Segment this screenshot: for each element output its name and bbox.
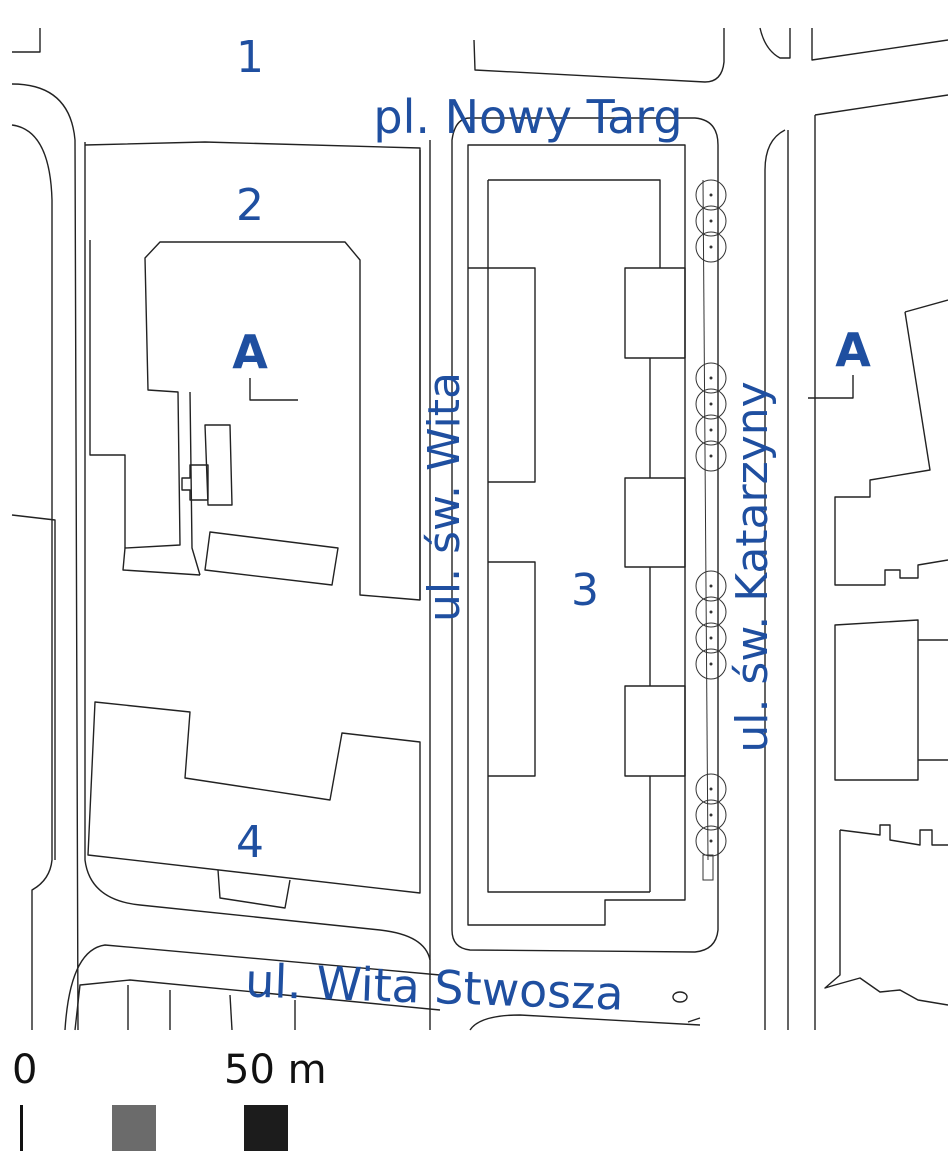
scale-legend-swatch-black: [244, 1105, 288, 1151]
section-marker-a-east: A: [835, 323, 871, 377]
plot-2-building: [84, 141, 421, 601]
plot-4-building: [87, 701, 421, 909]
section-line-a-east: [808, 375, 854, 399]
street-label-square: pl. Nowy Targ: [373, 90, 682, 144]
scale-end-label: 50 m: [224, 1047, 327, 1093]
scale-tick: [20, 1105, 23, 1151]
section-marker-a-west: A: [232, 325, 268, 379]
scale-start-label: 0: [12, 1047, 37, 1093]
scale-bar: 0 50 m: [12, 1047, 327, 1151]
east-buildings: [824, 299, 948, 1006]
tree-row: [695, 179, 727, 857]
street-label-south: ul. Wita Stwosza: [244, 953, 624, 1020]
street-label-west: ul. św. Wita: [419, 372, 470, 622]
plot-label-3: 3: [571, 565, 599, 616]
street-label-east: ul. św. Katarzyny: [727, 381, 778, 752]
street-outlines: [11, 27, 948, 1031]
block-3-building: [451, 117, 719, 953]
plot-label-4: 4: [236, 817, 264, 868]
scale-legend-swatch-gray: [112, 1105, 156, 1151]
plot-label-2: 2: [236, 180, 264, 231]
plot-label-1: 1: [236, 32, 264, 83]
section-line-a-west: [249, 378, 298, 401]
